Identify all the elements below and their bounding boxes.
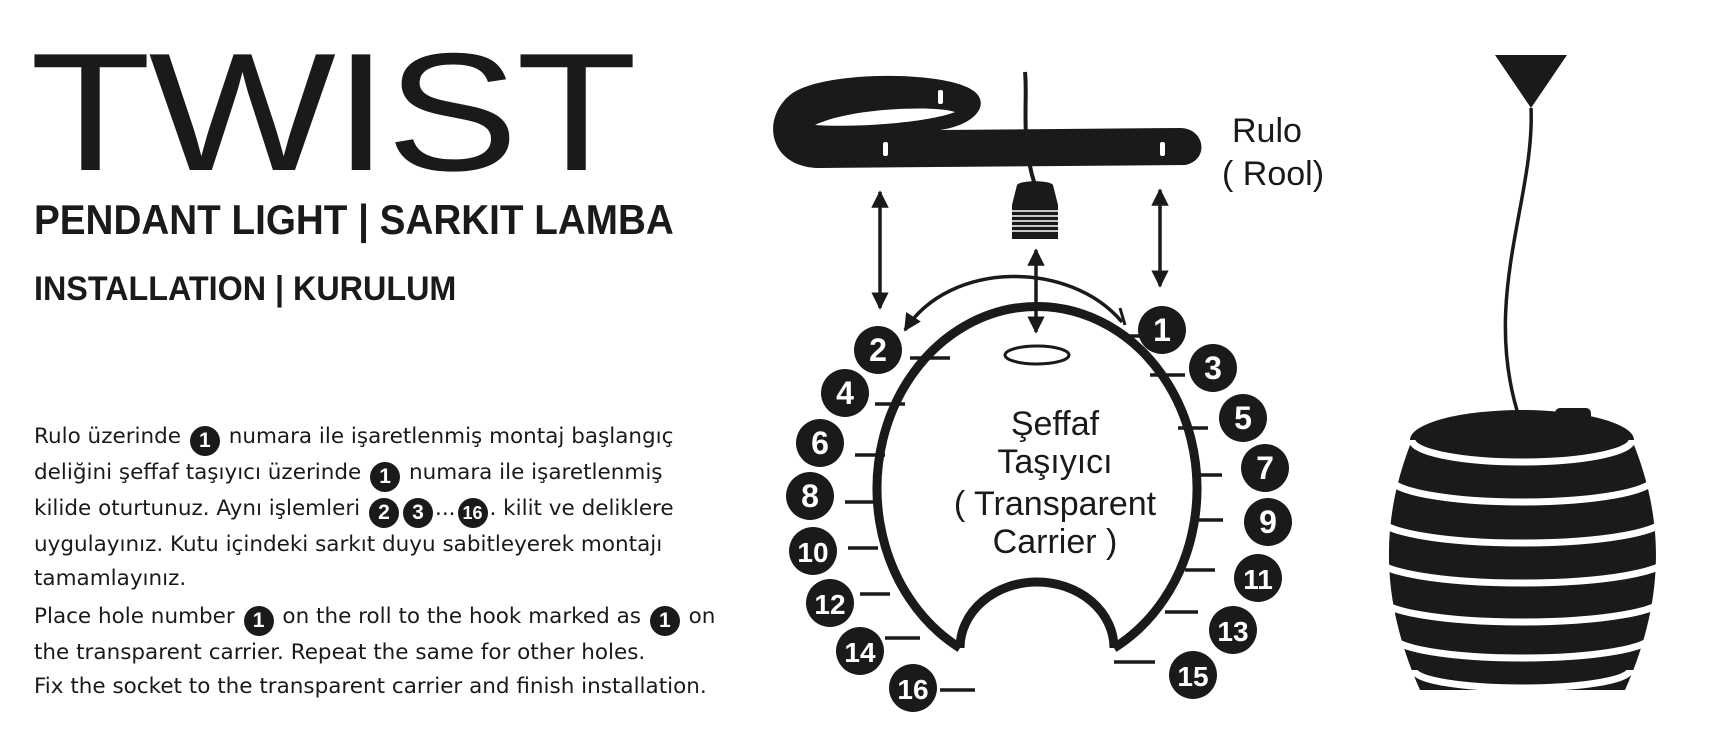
carrier-label-tr1: Şeffaf [1010,405,1100,443]
number-badge: 1 [370,462,401,492]
lamp-coil-gap [1375,517,1669,547]
hook-number: 1 [1153,312,1171,348]
instruction-line: Fix the socket to the transparent carrie… [34,674,707,699]
roll-strip [773,71,1202,186]
hook-badge-circle [1234,554,1282,602]
instruction-line: tamamlayınız. [34,566,187,591]
transparent-carrier [845,301,1223,692]
instruction-line: Place hole number 1 on the roll to the h… [34,600,715,636]
hook-number: 16 [897,674,928,705]
roll-label: Rulo [1232,112,1302,150]
hook-number: 14 [844,637,876,668]
instructions-turkish: Rulo üzerinde 1 numara ile işaretlenmiş … [34,420,674,596]
carrier-label-en1: ( Transparent [953,485,1157,523]
hook-badge-circle [1189,344,1237,392]
number-badge: 1 [189,426,220,456]
hook-badge-circle [1138,306,1186,354]
number-badge: 1 [243,606,274,636]
instruction-line: Rulo üzerinde 1 numara ile işaretlenmiş … [34,420,674,456]
hook-number: 3 [1204,350,1222,386]
lamp-coil-gap [1388,635,1656,662]
product-title: TWIST [30,18,637,206]
carrier-label-en2: Carrier ) [992,523,1118,561]
hook-number: 9 [1259,504,1277,540]
lamp-coil-gap [1386,477,1658,506]
hook-badge-circle [796,419,844,467]
pendant-lamp [1372,55,1672,692]
hook-number: 15 [1177,661,1208,692]
hook-number: 7 [1256,450,1274,486]
hook-number: 2 [869,332,887,368]
lamp-coil-gap [1410,669,1634,692]
curved-arrow [903,274,1124,332]
hook-badge-circle [889,664,937,712]
product-subtitle: PENDANT LIGHT | SARKIT LAMBA [34,196,674,243]
hook-number: 12 [814,589,845,620]
hook-badge-circle [786,472,834,520]
hook-badge-circle [1209,606,1257,654]
hook-badge-circle [806,579,854,627]
number-badge: 16 [457,498,488,528]
hook-number: 8 [801,478,819,514]
hook-badge-circle [1169,651,1217,699]
hook-badge-circle [854,326,902,374]
lamp-socket [1012,181,1058,239]
number-badge: 3 [402,498,433,528]
lamp-coil-gap [1372,557,1672,587]
instruction-line: uygulayınız. Kutu içindeki sarkıt duyu s… [34,532,663,557]
hook-badge-circle [821,369,869,417]
hook-number: 4 [836,375,854,411]
lamp-body [1388,440,1656,690]
instructions-english: Place hole number 1 on the roll to the h… [34,600,715,704]
hook-badge-circle [1244,498,1292,546]
number-badge: 2 [368,498,399,528]
carrier-label-tr2: Taşıyıcı [997,443,1113,481]
hook-badge-circle [836,627,884,675]
hook-number: 11 [1243,564,1273,595]
lamp-strip-end [1555,408,1591,434]
hook-number: 5 [1234,400,1252,436]
hook-badge-circle [789,527,837,575]
lamp-coil-gap [1376,597,1668,626]
hook-badge-circle [1219,394,1267,442]
hook-number: 10 [797,537,828,568]
hook-number: 13 [1217,616,1248,647]
lamp-coil-gap [1408,439,1636,466]
number-badge: 1 [649,606,680,636]
hook-badge-circle [1241,444,1289,492]
instruction-line: the transparent carrier. Repeat the same… [34,640,646,665]
roll-label-en: ( Rool) [1222,155,1325,193]
section-heading: INSTALLATION | KURULUM [34,270,457,308]
hook-number: 6 [811,425,829,461]
instruction-line: deliğini şeffaf taşıyıcı üzerinde 1 numa… [34,456,674,492]
